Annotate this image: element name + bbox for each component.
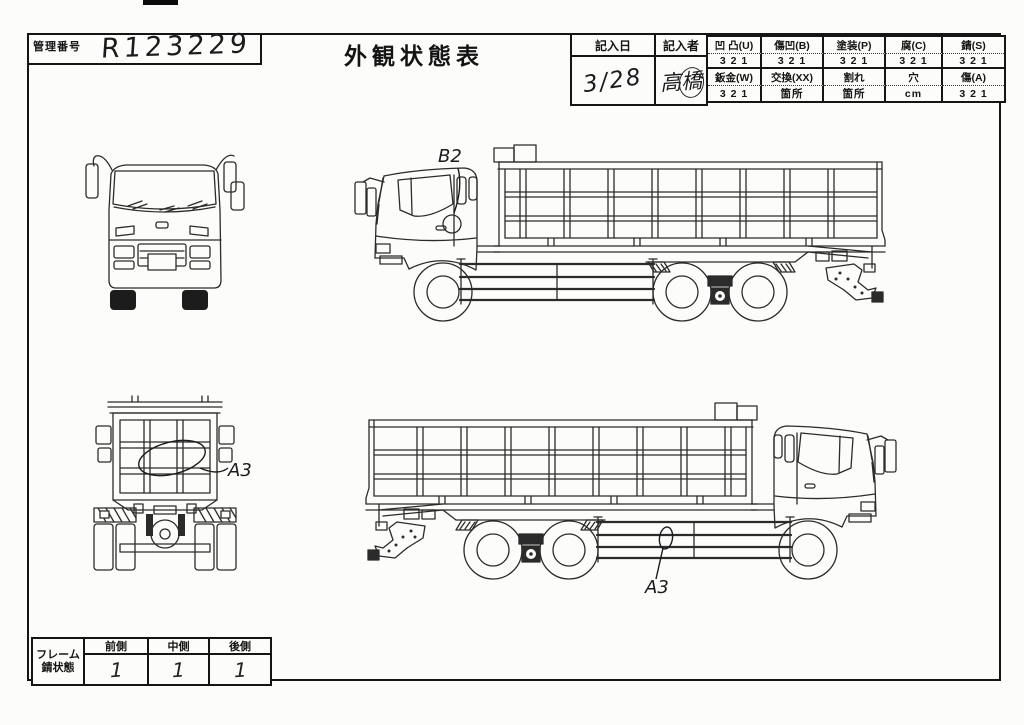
condition-scale-cell: 3 2 1 <box>943 54 1004 69</box>
frame-rust-middle-header: 中側 <box>149 639 210 655</box>
entry-date-handwritten-value: 3/28 <box>581 63 645 98</box>
condition-rating-table: 凹 凸(U) 傷凹(B) 塗装(P) 腐(C) 錆(S) 3 2 1 3 2 1… <box>706 35 1006 103</box>
frame-rust-rear-header: 後側 <box>210 639 270 655</box>
entry-date-cell: 3/28 <box>572 57 656 104</box>
frame-rust-rear-handwritten-mark: 1 <box>231 657 249 682</box>
frame-rust-table: フレーム 錆状態 前側 中側 後側 1 1 1 <box>31 637 272 686</box>
condition-scale-cell: 3 2 1 <box>959 87 988 100</box>
rear-dual-wheels <box>93 507 237 571</box>
frame-rust-front-handwritten-mark: 1 <box>107 657 125 682</box>
license-plate <box>147 253 177 271</box>
management-number-handwritten-value: R123229 <box>99 28 252 65</box>
frame-rust-front-header: 前側 <box>85 639 149 655</box>
frame-rust-label: フレーム 錆状態 <box>33 639 85 684</box>
entry-date-header: 記入日 <box>572 35 656 57</box>
front-cab-outline <box>108 164 222 289</box>
a3-rear-handwritten-label: A3 <box>227 460 252 481</box>
condition-scale-cell: 3 2 1 <box>708 86 762 101</box>
condition-scale-cell: cm <box>886 86 943 101</box>
condition-scale-cell: 3 2 1 <box>824 54 886 69</box>
condition-scale-cell: 3 2 1 <box>762 54 824 69</box>
condition-header-cell: 鈑金(W) <box>708 69 762 86</box>
page-title: 外観状態表 <box>344 43 484 69</box>
rear-bed-gate <box>95 395 235 511</box>
condition-header-cell: 穴 <box>886 69 943 86</box>
condition-header-cell: 腐(C) <box>886 37 943 54</box>
condition-header-cell: 割れ <box>824 69 886 86</box>
condition-header-cell: 塗装(P) <box>824 37 886 54</box>
frame-rust-middle-value-cell: 1 <box>149 655 210 684</box>
frame-rust-label-line1: フレーム <box>36 648 80 661</box>
management-number-box: 管理番号 R123229 <box>27 28 262 65</box>
condition-header-cell: 交換(XX) <box>762 69 824 86</box>
front-tires <box>110 290 208 310</box>
front-grille-and-lights <box>113 243 211 271</box>
entry-recorder-header: 記入者 <box>656 35 706 57</box>
condition-scale-cell: 箇所 <box>824 86 886 101</box>
condition-header-cell: 凹 凸(U) <box>708 37 762 54</box>
condition-header-cell: 錆(S) <box>943 37 1004 54</box>
condition-header-cell: 傷凹(B) <box>762 37 824 54</box>
scan-artifact-mark <box>143 0 178 5</box>
truck-right-side-view-drawing: B2 <box>353 143 887 323</box>
condition-scale-cell: 3 2 1 <box>886 54 943 69</box>
b2-annotation: B2 <box>438 146 462 234</box>
a3-side-handwritten-label: A3 <box>644 577 669 598</box>
entry-info-table: 記入日 記入者 3/28 高橋 <box>570 33 708 106</box>
b2-handwritten-label: B2 <box>438 146 462 167</box>
frame-rust-label-line2: 錆状態 <box>41 661 75 674</box>
condition-header-cell: 傷(A) <box>943 69 1004 86</box>
entry-recorder-cell: 高橋 <box>656 57 707 104</box>
truck-front-view-drawing <box>85 154 245 310</box>
truck-rear-view-drawing: A3 <box>93 395 252 571</box>
rear-axle-underbody <box>119 503 211 553</box>
truck-left-side-view-drawing: A3 <box>364 401 898 598</box>
frame-rust-rear-value-cell: 1 <box>210 655 270 684</box>
condition-scale-cell: 箇所 <box>762 86 824 101</box>
a3-side-annotation: A3 <box>644 526 674 598</box>
form-outer-border <box>27 33 1001 681</box>
front-mirrors <box>85 154 245 211</box>
frame-rust-middle-handwritten-mark: 1 <box>169 657 188 682</box>
condition-scale-cell: 3 2 1 <box>708 54 762 69</box>
frame-rust-front-value-cell: 1 <box>85 655 149 684</box>
management-number-label: 管理番号 <box>33 41 81 53</box>
a3-rear-annotation: A3 <box>138 439 252 481</box>
